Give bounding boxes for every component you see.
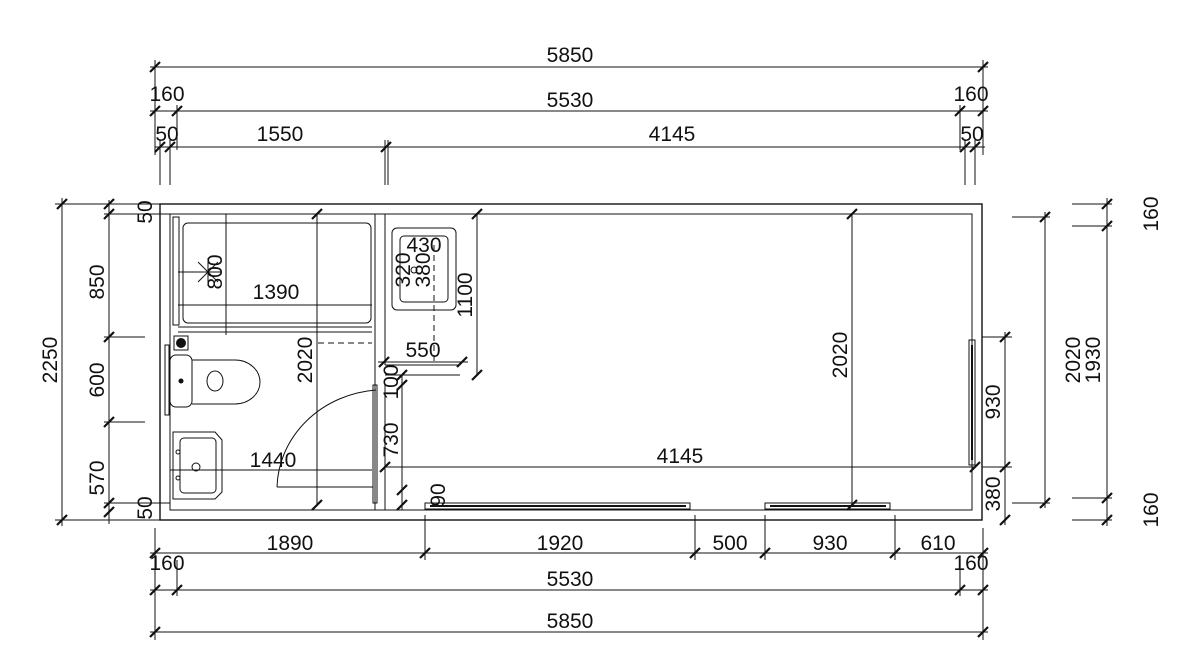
dim-bottom-seg1: 1890 [267, 532, 314, 555]
dim-bottom-seg2: 1920 [537, 532, 584, 555]
dim-top-left-wall: 160 [149, 83, 184, 106]
dim-bath-height: 2020 [294, 337, 317, 384]
toilet-icon [169, 335, 261, 408]
dim-bottom-seg5: 610 [920, 532, 955, 555]
dim-left-seg5: 50 [134, 496, 157, 519]
dim-bottom-seg3: 500 [712, 532, 747, 555]
dim-left-seg1: 50 [134, 200, 157, 223]
dim-top-seg-c: 4145 [649, 123, 696, 146]
dim-right-top-wall: 160 [1140, 196, 1163, 231]
door-swing [276, 384, 378, 504]
dim-left-seg4: 570 [86, 460, 109, 495]
dim-top-inner: 5530 [547, 89, 594, 112]
dim-left-seg3: 600 [86, 362, 109, 397]
walls [159, 203, 983, 521]
left-dimensions: 2250 50 850 600 570 50 [39, 197, 170, 527]
dim-room-length: 4145 [657, 445, 704, 468]
dim-basin-width: 430 [406, 234, 441, 257]
dim-gap: 100 [380, 364, 403, 399]
dim-right-sill: 380 [982, 476, 1005, 511]
bottom-dimensions: 1890 1920 500 930 610 160 5530 160 5850 [148, 515, 990, 640]
dim-bottom-inner: 5530 [547, 568, 594, 591]
dim-bottom-seg4: 930 [812, 532, 847, 555]
dim-basin-depth: 380 [412, 252, 435, 287]
dim-bottom-overall: 5850 [547, 610, 594, 633]
shower-head-icon [178, 258, 222, 286]
shower-tray [172, 216, 372, 333]
dim-door: 730 [380, 422, 403, 457]
dim-left-seg2: 850 [86, 264, 109, 299]
window-bottom-right [764, 502, 891, 510]
dim-top-overall: 5850 [547, 44, 594, 67]
dim-counter-width: 550 [405, 339, 440, 362]
dim-top-seg-a: 50 [155, 123, 178, 146]
dim-bath-width: 1440 [250, 449, 297, 472]
dim-top-right-wall: 160 [953, 83, 988, 106]
window-right [968, 339, 976, 466]
window-bottom-left [424, 502, 691, 510]
dim-counter-depth: 1100 [454, 272, 477, 317]
dim-basin-radius: 320 [392, 252, 415, 287]
dim-top-seg-b: 1550 [257, 123, 304, 146]
dim-shower-width: 1390 [253, 281, 300, 304]
sink-icon [172, 431, 223, 500]
dim-right-height-b: 1930 [1082, 337, 1105, 384]
dim-bottom-right-wall: 160 [953, 552, 988, 575]
dim-right-height-a: 2020 [1062, 337, 1085, 384]
dim-room-height: 2020 [829, 332, 852, 379]
basin-icon [391, 227, 457, 311]
dim-bottom-left-wall: 160 [149, 552, 184, 575]
dim-top-seg-d: 50 [960, 123, 983, 146]
dim-left-overall: 2250 [39, 337, 62, 384]
right-dimensions: 930 380 2020 1930 160 160 [982, 196, 1163, 528]
top-dimensions: 5850 160 5530 160 50 1550 4145 50 [148, 44, 990, 185]
dim-door-offset: 90 [427, 483, 450, 506]
dim-shower-depth: 800 [204, 254, 227, 289]
dim-right-bottom-wall: 160 [1140, 492, 1163, 527]
dim-right-window: 930 [982, 384, 1005, 419]
